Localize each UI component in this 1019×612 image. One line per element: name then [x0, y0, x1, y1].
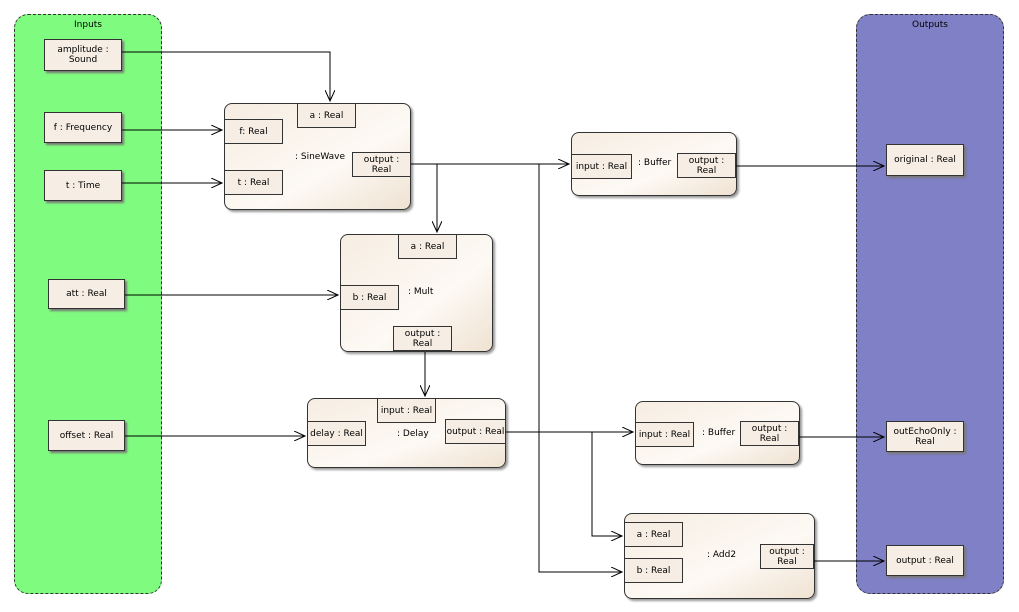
- buffer1-port-input[interactable]: input : Real: [571, 154, 632, 179]
- add2-port-b[interactable]: b : Real: [624, 558, 683, 583]
- buffer1-label: : Buffer: [638, 158, 672, 168]
- sinewave-port-a[interactable]: a : Real: [297, 103, 356, 128]
- mult-port-a[interactable]: a : Real: [398, 234, 457, 259]
- input-frequency[interactable]: f : Frequency: [44, 112, 122, 143]
- buffer2-port-input[interactable]: input : Real: [635, 422, 694, 447]
- mult-port-b[interactable]: b : Real: [340, 285, 399, 310]
- add2-port-a[interactable]: a : Real: [624, 522, 683, 547]
- input-amplitude[interactable]: amplitude : Sound: [44, 39, 122, 71]
- input-offset[interactable]: offset : Real: [48, 420, 125, 451]
- wire-sinewave-to-add2-b: [538, 164, 622, 572]
- inputs-lane-title: Inputs: [74, 20, 102, 30]
- wire-delay-to-add2-a: [591, 432, 622, 536]
- input-att[interactable]: att : Real: [48, 279, 125, 309]
- buffer1-port-output[interactable]: output : Real: [677, 153, 736, 178]
- outputs-lane: Outputs: [856, 14, 1004, 594]
- input-time[interactable]: t : Time: [44, 170, 122, 201]
- output-out-echo-only[interactable]: outEchoOnly : Real: [886, 421, 964, 452]
- sinewave-port-t[interactable]: t : Real: [224, 170, 283, 195]
- output-output[interactable]: output : Real: [886, 545, 964, 576]
- delay-label: : Delay: [397, 429, 429, 439]
- mult-label: : Mult: [408, 287, 434, 297]
- delay-port-output[interactable]: output : Real: [445, 419, 506, 444]
- buffer2-port-output[interactable]: output : Real: [740, 421, 799, 446]
- add2-port-output[interactable]: output : Real: [760, 544, 814, 569]
- wire-amplitude-to-sinewave-a: [122, 51, 330, 101]
- sinewave-port-output[interactable]: output : Real: [352, 152, 411, 177]
- buffer2-label: : Buffer: [702, 428, 736, 438]
- output-original[interactable]: original : Real: [886, 144, 964, 176]
- sinewave-label: : SineWave: [295, 152, 346, 162]
- delay-port-input[interactable]: input : Real: [377, 398, 436, 423]
- delay-port-delay[interactable]: delay : Real: [307, 421, 366, 446]
- add2-label: : Add2: [707, 550, 737, 560]
- outputs-lane-title: Outputs: [912, 20, 948, 30]
- mult-port-output[interactable]: output : Real: [393, 326, 452, 351]
- sinewave-port-f[interactable]: f: Real: [224, 119, 283, 144]
